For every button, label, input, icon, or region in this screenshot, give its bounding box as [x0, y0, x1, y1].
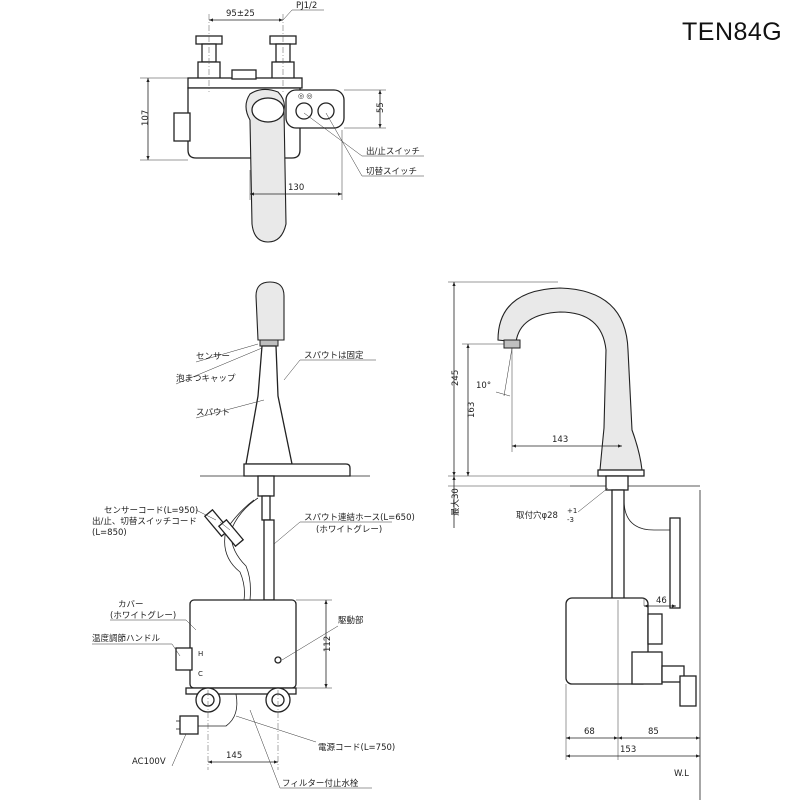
dim-130: 130 — [288, 183, 304, 193]
spout-side — [497, 287, 643, 471]
label-power-cord: 電源コード(L=750) — [318, 743, 395, 753]
dim-143: 143 — [552, 435, 568, 445]
dim-153: 153 — [620, 745, 636, 755]
side-valve-body — [631, 651, 663, 685]
label-aerator: 泡まつキャップ — [176, 373, 236, 384]
svg-text:C: C — [198, 670, 203, 678]
spout-hose — [263, 519, 275, 601]
model-title: TEN84G — [682, 18, 783, 46]
drive-base — [185, 687, 297, 695]
switch-cord — [224, 499, 255, 601]
side-cord — [623, 499, 672, 531]
spout-head — [255, 281, 285, 341]
dim-163: 163 — [467, 402, 477, 418]
dim-height: 107 — [141, 110, 151, 126]
switch-box — [285, 89, 345, 129]
side-supply-nut — [679, 675, 697, 707]
stop-valve-left — [195, 687, 221, 713]
drive-screw — [274, 656, 282, 664]
spout-base-ring — [251, 97, 285, 123]
sensor-window — [259, 339, 279, 347]
side-deck-base — [597, 469, 645, 477]
hc-mark: H — [198, 650, 203, 658]
side-shank — [605, 475, 629, 491]
dim-max30: 最大30 — [450, 488, 461, 516]
dim-55: 55 — [376, 102, 386, 113]
label-hole-tol-minus: -3 — [567, 516, 574, 524]
dim-85: 85 — [648, 727, 659, 737]
label-hole: 取付穴φ28 — [516, 510, 558, 521]
label-ac: AC100V — [132, 757, 166, 767]
label-cover-1: カバー — [118, 600, 144, 610]
sensor-cord — [230, 497, 259, 601]
side-supply — [661, 665, 685, 683]
side-motor — [647, 613, 663, 645]
side-view: 245 163 10° 143 最大30 取付穴φ28 +1 -3 46 68 … — [448, 281, 701, 800]
power-plug — [179, 715, 199, 735]
side-hose — [611, 489, 625, 601]
dim-thread: PJ1/2 — [296, 1, 317, 11]
dim-68: 68 — [584, 727, 595, 737]
label-hose-1: スパウト連結ホース(L=650) — [304, 512, 415, 523]
mount-shank — [257, 475, 275, 497]
label-drive: 駆動部 — [338, 615, 364, 626]
label-switch: 出/止スイッチ — [366, 146, 420, 157]
label-switch-cord-1: 出/止、切替スイッチコード — [92, 516, 197, 527]
dim-width: 95±25 — [226, 9, 255, 19]
wall-bracket — [669, 517, 681, 609]
label-hose-2: (ホワイトグレー) — [316, 524, 382, 535]
label-sensor: センサー — [196, 352, 230, 362]
dim-angle: 10° — [476, 381, 491, 391]
stop-switch-button — [295, 102, 313, 120]
cord-connector — [203, 508, 245, 548]
toggle-switch-button — [317, 102, 335, 120]
label-sensor-cord: センサーコード(L=950) — [104, 506, 198, 516]
spout-top — [245, 88, 287, 243]
top-view: ◎ ◎ 95±25 PJ1/2 107 55 130 出/止スイッチ 切替スイッ… — [140, 1, 424, 243]
label-filter-valve: フィルター付止水栓 — [282, 778, 359, 789]
dim-245: 245 — [451, 370, 461, 386]
spout-tip — [503, 339, 521, 349]
stop-valve-right — [265, 687, 291, 713]
label-switch-cord-2: (L=850) — [92, 528, 127, 538]
manifold-cap — [231, 69, 257, 80]
switch-mark: ◎ ◎ — [298, 92, 312, 100]
temp-handle — [175, 647, 193, 671]
label-temp-handle: 温度調節ハンドル — [92, 633, 161, 644]
drive-unit — [189, 599, 297, 689]
dim-46: 46 — [656, 596, 667, 606]
power-cord — [196, 693, 238, 727]
mount-bolt — [261, 495, 271, 521]
label-spout: スパウト — [196, 408, 230, 418]
label-toggle: 切替スイッチ — [366, 166, 417, 177]
label-spout-fixed: スパウトは固定 — [304, 350, 364, 361]
label-cover-2: (ホワイトグレー) — [110, 610, 176, 621]
label-hole-tol-plus: +1 — [567, 507, 577, 515]
temp-knob — [173, 112, 191, 142]
dim-112: 112 — [323, 636, 333, 652]
deck-plate — [243, 463, 351, 477]
front-view: H C 145 112 センサー 泡まつキャップ スパウ — [92, 281, 415, 789]
dim-145: 145 — [226, 751, 242, 761]
spout-column — [245, 345, 293, 465]
label-wl: W.L — [674, 769, 689, 779]
